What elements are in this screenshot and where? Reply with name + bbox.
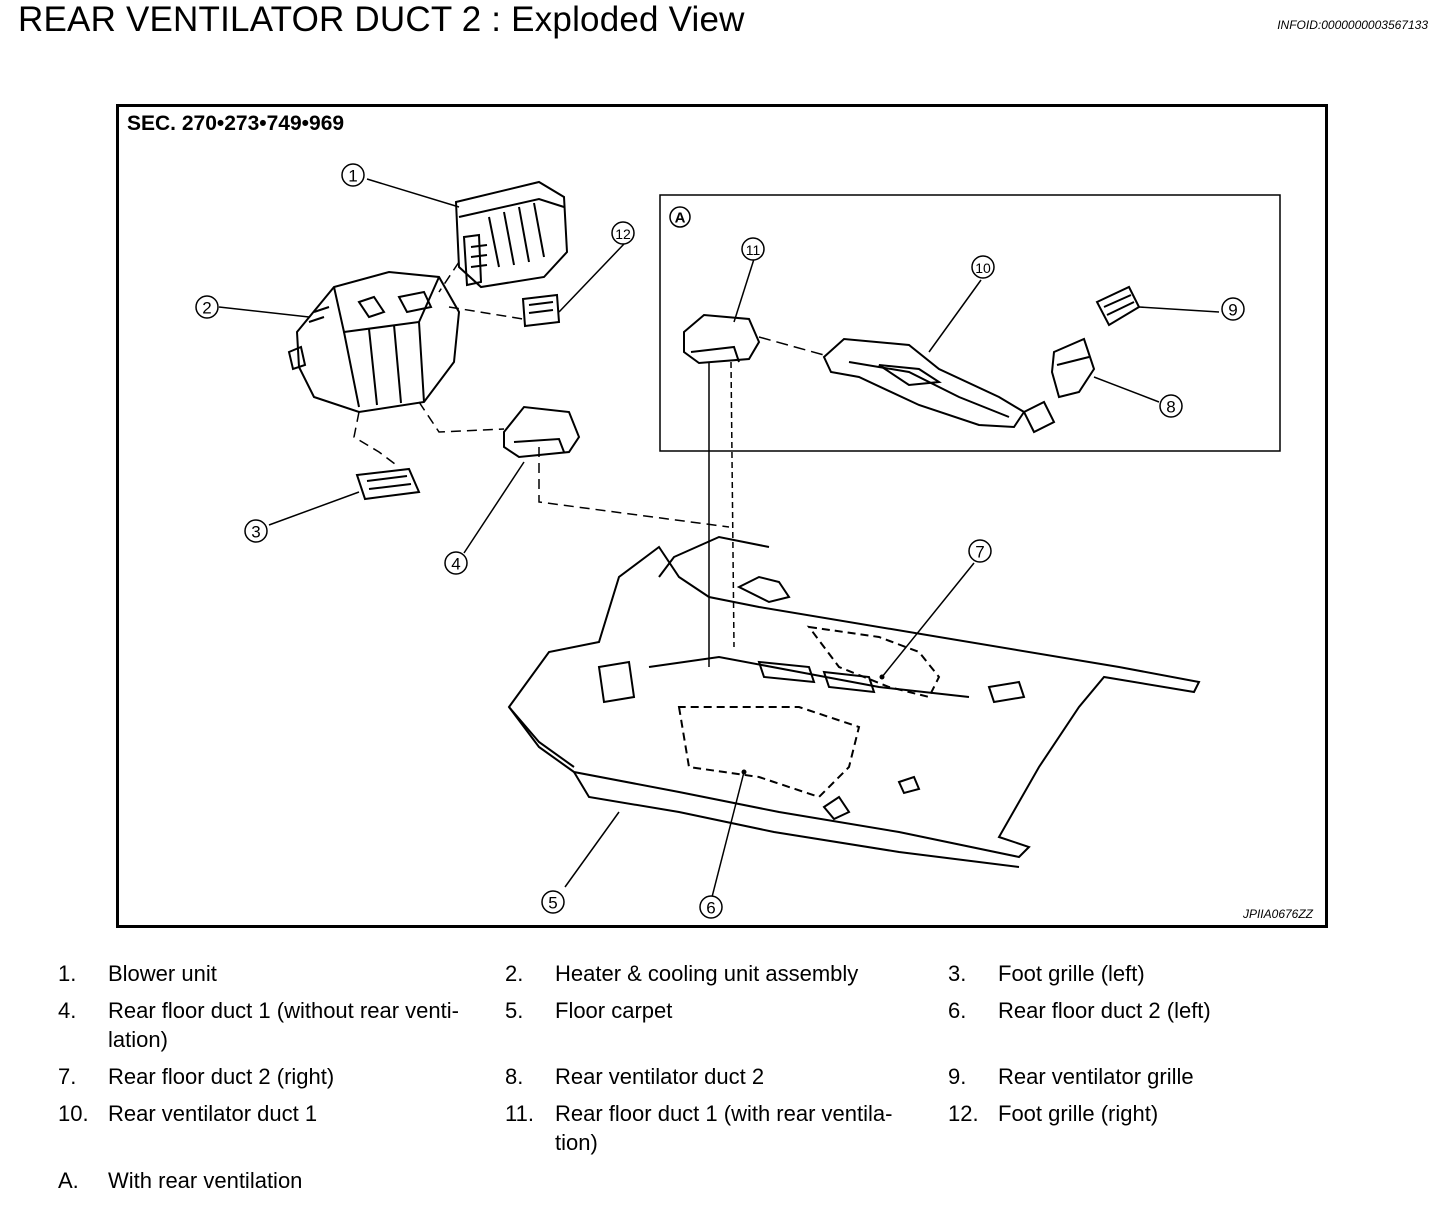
leader-2 [218, 306, 310, 318]
rear-floor-duct-1-part [503, 405, 581, 459]
callout-10 [971, 255, 995, 279]
rear-floor-duct-1-ventilation-part [683, 313, 761, 365]
inset-frame-a [659, 194, 1281, 452]
callout-9 [1221, 297, 1245, 321]
legend-text: Rear ventilator duct 2 [555, 1064, 765, 1089]
info-id: INFOID:0000000003567133 [1277, 18, 1428, 32]
legend-text: Rear floor duct 2 (right) [108, 1064, 335, 1089]
legend-text: Foot grille (left) [998, 961, 1145, 986]
page-title: REAR VENTILATOR DUCT 2 : Exploded View [18, 0, 745, 39]
legend-number: A. [58, 1168, 79, 1193]
callout-5 [541, 890, 565, 914]
legend-text: Foot grille (right) [998, 1101, 1159, 1126]
leader-3 [268, 491, 360, 526]
exploded-view-figure: SEC. 270•273•749•969 JPIIA0676ZZ [116, 104, 1328, 928]
legend-number: 9. [948, 1064, 967, 1089]
legend-text: Rear ventilator duct 1 [108, 1101, 318, 1126]
legend-number: 8. [505, 1064, 524, 1089]
legend-text: Heater & cooling unit assembly [555, 961, 859, 986]
legend-text: Floor carpet [555, 998, 673, 1023]
legend-number: 2. [505, 961, 524, 986]
leader-7 [881, 562, 975, 678]
legend-number: 3. [948, 961, 967, 986]
callout-6-label: 6 [706, 899, 715, 918]
leader-11 [733, 258, 755, 323]
legend-number: 7. [58, 1064, 77, 1089]
callout-8 [1159, 394, 1183, 418]
legend-number: 1. [58, 961, 77, 986]
callout-a [669, 206, 691, 228]
legend-number: 6. [948, 998, 967, 1023]
callout-11 [741, 237, 765, 261]
leader-8 [1093, 376, 1160, 403]
callout-4-label: 4 [451, 555, 460, 574]
leader-12 [558, 243, 625, 313]
leader-4 [463, 461, 525, 554]
legend-text: Blower unit [108, 961, 217, 986]
legend-text: Rear floor duct 1 (with rear ventila- [555, 1101, 893, 1126]
callout-10-label: 10 [975, 260, 991, 276]
floor-carpet-part [507, 535, 1201, 868]
rear-ventilator-grille-part [1095, 285, 1141, 327]
callout-7-label: 7 [975, 543, 984, 562]
foot-grille-right-part [521, 293, 561, 328]
callout-2 [195, 295, 219, 319]
callout-2-label: 2 [202, 299, 211, 318]
legend-number: 4. [58, 998, 77, 1023]
callout-7 [968, 539, 992, 563]
legend-text-continued: lation) [108, 1027, 168, 1052]
foot-grille-left-part [355, 467, 421, 501]
callout-1 [341, 163, 365, 187]
exploded-view-drawing: 1 2 3 4 5 6 7 8 9 10 11 12 A [195, 163, 1281, 919]
legend-number: 12. [948, 1101, 979, 1126]
leader-5 [564, 811, 620, 888]
legend-text: Rear floor duct 2 (left) [998, 998, 1211, 1023]
rear-ventilator-duct-1-part [822, 337, 1026, 429]
leader-6 [711, 771, 745, 898]
callout-9-label: 9 [1228, 301, 1237, 320]
inset-label: A [675, 210, 686, 227]
leader-1 [366, 178, 460, 208]
legend-number: 10. [58, 1101, 89, 1126]
leader-10 [928, 279, 982, 353]
legend-number: 5. [505, 998, 524, 1023]
callout-3-label: 3 [251, 523, 260, 542]
section-label: SEC. 270•273•749•969 [127, 112, 345, 135]
callout-6 [699, 895, 723, 919]
figure-code: JPIIA0676ZZ [1242, 907, 1313, 921]
callout-11-label: 11 [746, 242, 761, 258]
heater-cooling-unit-part [287, 270, 461, 414]
legend-number: 11. [505, 1101, 534, 1126]
legend-text-continued: tion) [555, 1130, 598, 1155]
legend-text: Rear ventilator grille [998, 1064, 1194, 1089]
callout-5-label: 5 [548, 894, 557, 913]
callout-1-label: 1 [348, 167, 357, 186]
callout-8-label: 8 [1166, 398, 1175, 417]
callout-3 [244, 519, 268, 543]
callout-12 [611, 221, 635, 245]
legend-text: With rear ventilation [108, 1168, 303, 1193]
blower-unit-part [454, 180, 569, 289]
legend-text: Rear floor duct 1 (without rear venti- [108, 998, 459, 1023]
callout-12-label: 12 [615, 226, 631, 242]
callout-4 [444, 551, 468, 575]
rear-ventilator-duct-2-part [1050, 337, 1096, 399]
